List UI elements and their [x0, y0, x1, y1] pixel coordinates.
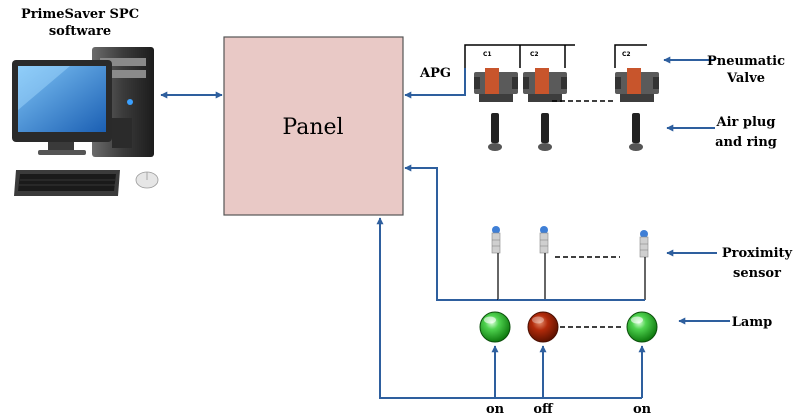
sensor-panel-arrow — [404, 164, 498, 301]
pneumatic-valve-icon: C2 — [615, 51, 659, 102]
lamp-label: Lamp — [732, 315, 772, 330]
valve-tag: C2 — [530, 51, 539, 58]
valve-tag: C1 — [483, 51, 492, 58]
lamp-state-label: off — [533, 402, 554, 417]
air-plug-icon — [538, 113, 552, 151]
lamp-on-icon — [479, 311, 511, 343]
proximity-label-line1: Proximity — [722, 246, 793, 261]
pneumatic-valve-label-line1: Pneumatic — [707, 54, 785, 69]
lamp-state-label: on — [486, 402, 505, 417]
lamp-on-icon — [626, 311, 658, 343]
lamp-state-label: on — [633, 402, 652, 417]
software-label-line2: software — [49, 24, 111, 39]
air-plug-icon — [488, 113, 502, 151]
pneumatic-valve-icon: C2 — [523, 51, 567, 102]
panel-lamp-arrow — [376, 217, 495, 399]
air-plug-icon — [629, 113, 643, 151]
pneumatic-valve-label-line2: Valve — [726, 71, 765, 86]
computer-icon — [12, 47, 159, 196]
apg-label: APG — [419, 66, 451, 81]
valve-manifold — [464, 44, 647, 68]
valve-tag: C2 — [622, 51, 631, 58]
proximity-sensor-icon — [639, 230, 649, 300]
proximity-sensor-icon — [539, 226, 549, 300]
software-label-line1: PrimeSaver SPC — [21, 7, 139, 22]
panel-box — [223, 36, 404, 216]
pneumatic-valve-icon: C1 — [474, 51, 518, 102]
proximity-label-line2: sensor — [733, 266, 781, 281]
air-plug-label-line2: and ring — [715, 135, 777, 150]
panel-label: Panel — [282, 115, 343, 140]
proximity-sensor-icon — [491, 226, 501, 300]
lamp-off-icon — [527, 311, 559, 343]
apg-arrow — [404, 68, 466, 99]
air-plug-label-line1: Air plug — [716, 115, 776, 130]
